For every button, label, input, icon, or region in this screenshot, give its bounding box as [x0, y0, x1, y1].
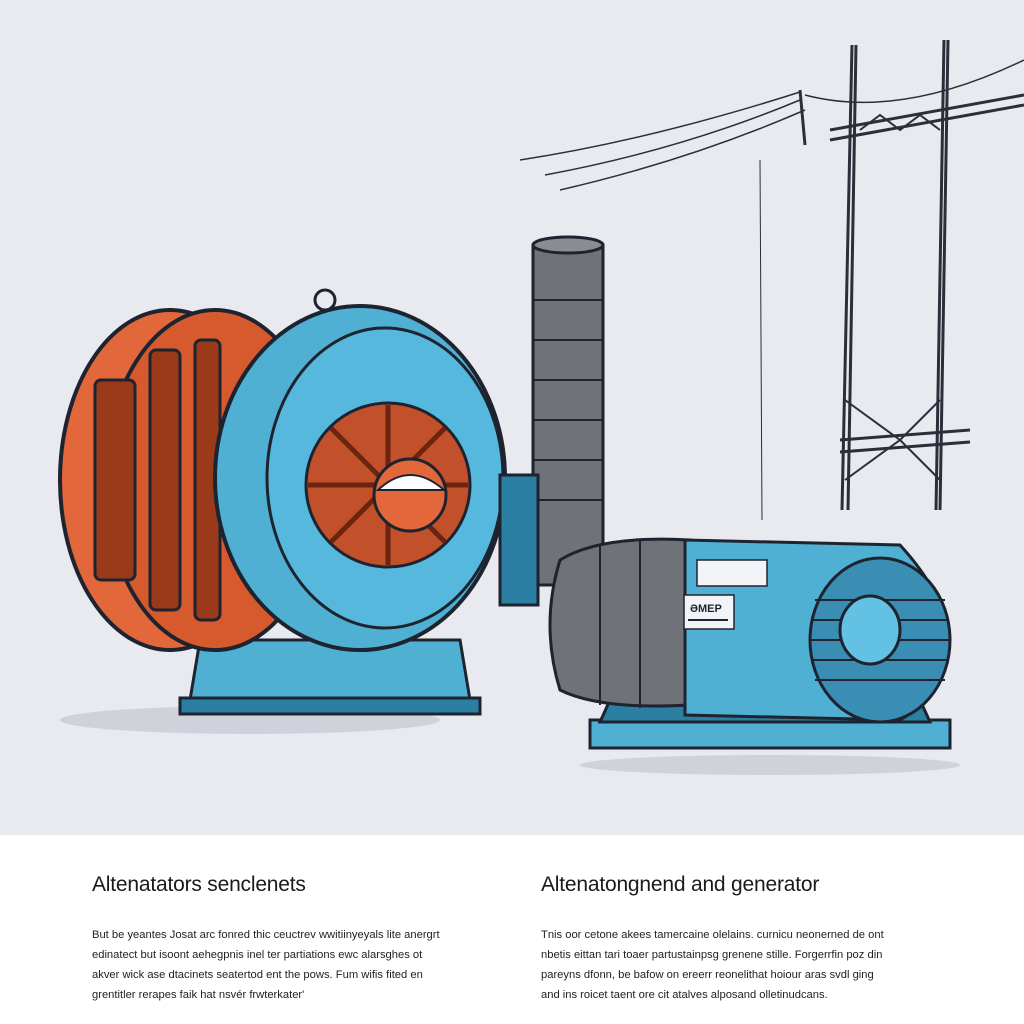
caption-right-line: pareyns dfonn, be bafow on ereerr reonel…: [541, 969, 874, 981]
power-line-tower: [829, 39, 1024, 511]
scene-illustration: ƏMEP: [0, 0, 1024, 835]
caption-right-line: nbetis eittan tari toaer partustainpsg g…: [541, 949, 883, 961]
nameplate-text: ƏMEP: [690, 603, 722, 615]
caption-left-title: Altenatators senclenets: [92, 873, 306, 896]
caption-right-line: Tnis oor cetone akees tamercaine olelain…: [541, 929, 884, 941]
power-cables: [519, 59, 1024, 521]
caption-area: Altenatators senclenets But be yeantes J…: [0, 835, 1024, 1024]
caption-left-line: edinatect but isoont aehegpnis inel ter …: [92, 949, 423, 961]
caption-left-body: But be yeantes Josat arc fonred thic ceu…: [92, 925, 492, 1005]
caption-left-line: akver wick ase dtacinets seatertod ent t…: [92, 969, 423, 981]
caption-left-line: But be yeantes Josat arc fonred thic ceu…: [92, 929, 440, 941]
caption-right: Altenatongnend and generator Tnis oor ce…: [541, 873, 961, 1005]
caption-left-line: grentitler rerapes faik hat nsvér frwter…: [92, 989, 305, 1001]
caption-right-body: Tnis oor cetone akees tamercaine olelain…: [541, 925, 961, 1005]
alternator-illustration: [58, 288, 540, 734]
caption-left: Altenatators senclenets But be yeantes J…: [92, 873, 492, 1005]
exhaust-stack: [531, 235, 605, 587]
generator-illustration: ƏMEP: [548, 537, 960, 775]
caption-right-line: and ins roicet taent ore cit atalves alp…: [541, 989, 828, 1001]
caption-right-title: Altenatongnend and generator: [541, 873, 820, 896]
